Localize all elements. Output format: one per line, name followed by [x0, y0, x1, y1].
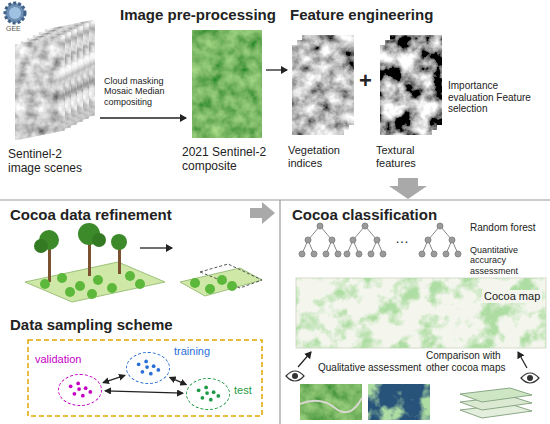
tree-crown [92, 233, 106, 247]
sampling-frame [28, 340, 262, 416]
image-caption: Vegetation indices [288, 144, 360, 169]
sample-label: test [234, 384, 252, 396]
flow-arrow [100, 117, 186, 118]
plot-ground [25, 262, 165, 302]
scene-stack [15, 20, 95, 140]
sample-label: validation [35, 353, 81, 365]
cocoa-map [296, 278, 546, 348]
sample-dot [209, 398, 213, 402]
sample-ellipse: validation [58, 374, 102, 406]
plot-ground [180, 268, 262, 296]
composite-image [192, 30, 262, 138]
ellipsis: … [395, 230, 409, 246]
index-stack [292, 35, 354, 135]
cocoa-trees [190, 275, 237, 294]
satellite-thumbnail [300, 384, 362, 420]
tree-crown [111, 234, 127, 250]
sample-dot [81, 394, 85, 398]
exchange-arrow [103, 375, 125, 382]
scene-image [15, 35, 65, 140]
assessment-arrow [518, 352, 527, 368]
texture-image [380, 45, 432, 135]
eye-icon [521, 373, 539, 383]
step-note: Cloud masking Mosaic Median compositing [104, 76, 184, 107]
big-arrow [389, 178, 427, 199]
sample-dot [205, 391, 209, 395]
section-heading: Image pre-processing [120, 6, 276, 23]
sample-dot [76, 382, 80, 386]
flow-arrow [266, 69, 287, 70]
big-arrow [250, 202, 275, 224]
method-note: Random forest [470, 222, 546, 234]
sample-dot [156, 368, 160, 372]
gee-globe [9, 7, 21, 19]
image-caption: Textural features [376, 144, 448, 169]
divider-line [0, 199, 550, 200]
exchange-arrow [170, 377, 187, 384]
logo-text: GEE [6, 25, 21, 33]
flow-arrow [140, 247, 172, 248]
image-caption: Sentinel-2 image scenes [8, 148, 98, 176]
sample-label: training [174, 345, 210, 357]
assessment-arrow [298, 352, 311, 367]
sample-dot [197, 388, 201, 392]
sample-ellipse: test [186, 378, 230, 410]
decision-tree [344, 223, 386, 257]
cocoa-trees [40, 271, 145, 299]
gee-logo [5, 3, 25, 23]
eye-icon [286, 371, 304, 381]
decision-tree [299, 223, 341, 257]
sample-dots [59, 375, 101, 405]
image-caption: 2021 Sentinel-2 composite [182, 146, 282, 174]
sample-dot [212, 390, 216, 394]
sample-dot [73, 392, 77, 396]
decision-tree [419, 223, 461, 257]
method-note: Quantitative accuracy assessment [470, 245, 546, 276]
sample-dot [201, 396, 205, 400]
sample-dot [69, 384, 73, 388]
sample-dot [141, 370, 145, 374]
step-note: Importance evaluation Feature selection [448, 80, 540, 115]
assessment-note: Comparison with other cocoa maps [426, 350, 512, 373]
forest-trees [299, 223, 461, 257]
sample-dot [145, 365, 149, 369]
map-overlay [368, 384, 430, 420]
map-layers [460, 388, 532, 418]
gee-gear [5, 3, 25, 23]
section-heading: Feature engineering [290, 6, 433, 23]
sample-dot [216, 394, 220, 398]
divider-line [279, 200, 280, 424]
sample-dot [88, 390, 92, 394]
plus-sign: + [359, 68, 372, 93]
sample-dots [187, 379, 229, 409]
exchange-arrow [105, 391, 183, 393]
sample-dot [149, 372, 153, 376]
road-line [300, 398, 362, 412]
section-heading: Cocoa data refinement [10, 206, 172, 223]
section-heading: Cocoa classification [292, 206, 437, 223]
sample-dot [204, 386, 208, 390]
tree-crown [34, 239, 48, 253]
texture-stack [380, 35, 442, 135]
satellite-thumbnail [368, 384, 430, 420]
assessment-note: Qualitative assessment [318, 362, 430, 374]
sample-dot [77, 387, 81, 391]
sample-ellipse: training [126, 352, 170, 384]
sample-dots [127, 353, 169, 383]
sample-dot [144, 360, 148, 364]
sample-dot [84, 386, 88, 390]
section-heading: Data sampling scheme [10, 316, 173, 333]
sample-dot [152, 364, 156, 368]
map-ground [296, 278, 546, 348]
map-caption: Cocoa map [482, 290, 542, 303]
sample-dot [137, 362, 141, 366]
refinement-illustration [25, 223, 262, 302]
index-image [292, 45, 344, 135]
